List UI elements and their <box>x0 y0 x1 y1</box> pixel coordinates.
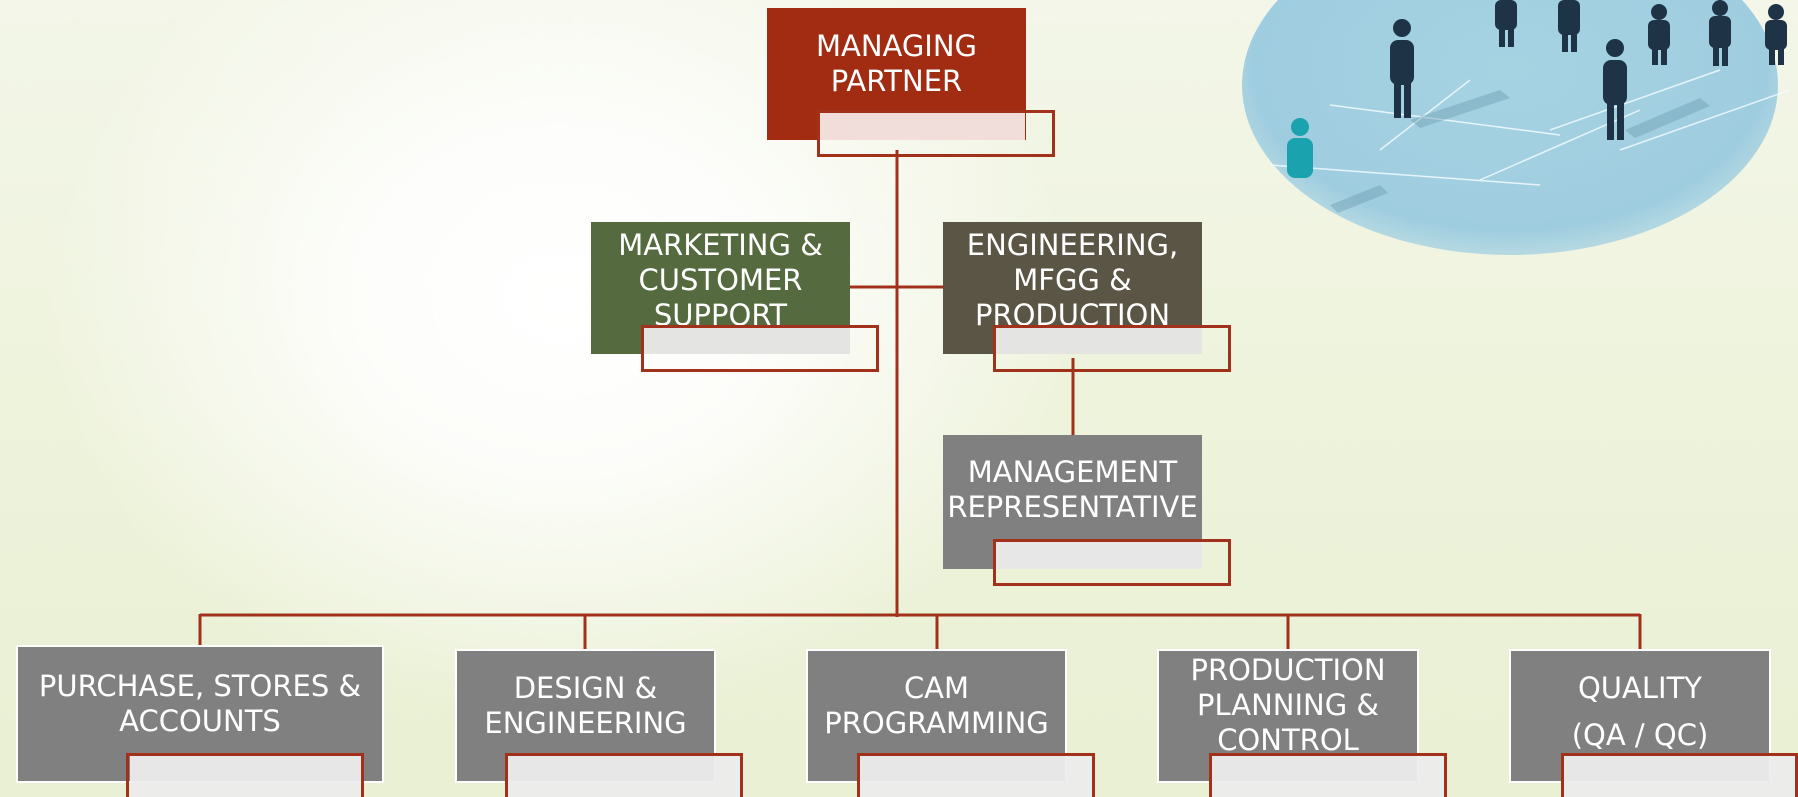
node-label-line: ENGINEERING <box>484 706 687 740</box>
node-label-line: CONTROL <box>1217 723 1359 757</box>
node-sub-box <box>641 325 879 372</box>
node-label-line: PROGRAMMING <box>824 706 1049 740</box>
node-label-line: MANAGING <box>815 29 978 63</box>
node-sub-box <box>993 325 1231 372</box>
node-label-line: PLANNING & <box>1196 688 1380 722</box>
node-label-line: (QA / QC) <box>1571 718 1709 752</box>
node-label-line: MFGG & <box>1013 263 1132 297</box>
node-cam-programming: CAM PROGRAMMING <box>806 649 1067 783</box>
node-label-line: ENGINEERING, <box>966 228 1179 262</box>
node-label-line: QUALITY <box>1577 671 1703 705</box>
node-management-representative: MANAGEMENT REPRESENTATIVE <box>943 435 1202 569</box>
node-sub-box <box>857 753 1095 797</box>
node-sub-box <box>817 110 1055 157</box>
node-label-line: DESIGN & <box>513 671 658 705</box>
node-sub-fill <box>643 327 850 354</box>
node-sub-box <box>993 539 1231 586</box>
node-sub-fill <box>1212 756 1446 797</box>
node-sub-box <box>1209 753 1447 797</box>
node-sub-fill <box>1564 756 1798 797</box>
node-sub-fill <box>995 541 1202 569</box>
node-label-line: CUSTOMER <box>638 263 803 297</box>
node-label-line: PURCHASE, STORES & <box>38 669 362 703</box>
node-label-line: REPRESENTATIVE <box>947 490 1198 524</box>
node-label-line: MARKETING & <box>618 228 823 262</box>
node-sub-fill <box>508 756 744 797</box>
node-design-engineering: DESIGN & ENGINEERING <box>455 649 716 783</box>
node-sub-fill <box>860 756 1095 797</box>
node-marketing-customer-support: MARKETING & CUSTOMER SUPPORT <box>591 222 850 354</box>
node-sub-box <box>126 753 364 797</box>
node-label-line: MANAGEMENT <box>967 455 1178 489</box>
node-sub-fill <box>995 327 1202 354</box>
node-sub-fill <box>130 755 364 797</box>
node-sub-box <box>1561 753 1798 797</box>
node-label-line: ACCOUNTS <box>119 704 281 738</box>
node-sub-fill <box>819 112 1025 140</box>
node-label-line: PRODUCTION <box>1190 653 1386 687</box>
node-label-line: PARTNER <box>830 64 963 98</box>
node-label-line: CAM <box>903 671 970 705</box>
node-sub-box <box>505 753 743 797</box>
